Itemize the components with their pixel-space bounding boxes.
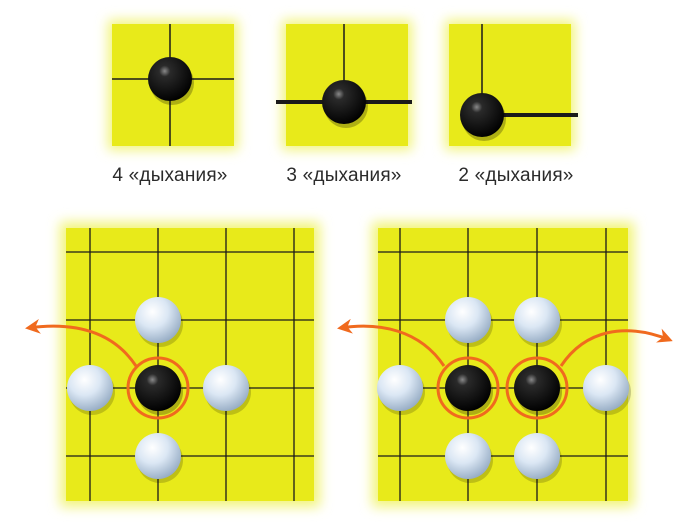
board-square: [378, 228, 628, 501]
white-stone: [445, 433, 491, 479]
white-stone: [583, 365, 629, 411]
board-square: [66, 228, 314, 501]
example-corner: [445, 20, 578, 150]
escape-arrow-left: [337, 318, 446, 367]
white-stone: [377, 365, 423, 411]
caption-center: 4 «дыхания»: [112, 165, 228, 186]
black-stone: [135, 365, 181, 411]
white-stone: [67, 365, 113, 411]
caption-edge: 3 «дыхания»: [286, 165, 402, 186]
white-stone: [514, 433, 560, 479]
white-stone: [135, 433, 181, 479]
white-stone: [445, 297, 491, 343]
black-stone: [460, 93, 504, 137]
capture-ring: [126, 356, 190, 420]
board-left: [25, 222, 320, 507]
black-stone: [322, 80, 366, 124]
capture-ring: [505, 356, 569, 420]
black-stone: [148, 57, 192, 101]
capture-ring: [436, 356, 500, 420]
example-center: [108, 20, 238, 150]
example-edge: [276, 20, 412, 150]
escape-arrow-right: [559, 328, 673, 367]
grid: [66, 228, 314, 501]
white-stone: [514, 297, 560, 343]
black-stone: [514, 365, 560, 411]
black-stone: [445, 365, 491, 411]
escape-arrow: [25, 318, 138, 367]
board-right: [337, 222, 673, 507]
caption-corner: 2 «дыхания»: [458, 165, 574, 186]
white-stone: [203, 365, 249, 411]
white-stone: [135, 297, 181, 343]
